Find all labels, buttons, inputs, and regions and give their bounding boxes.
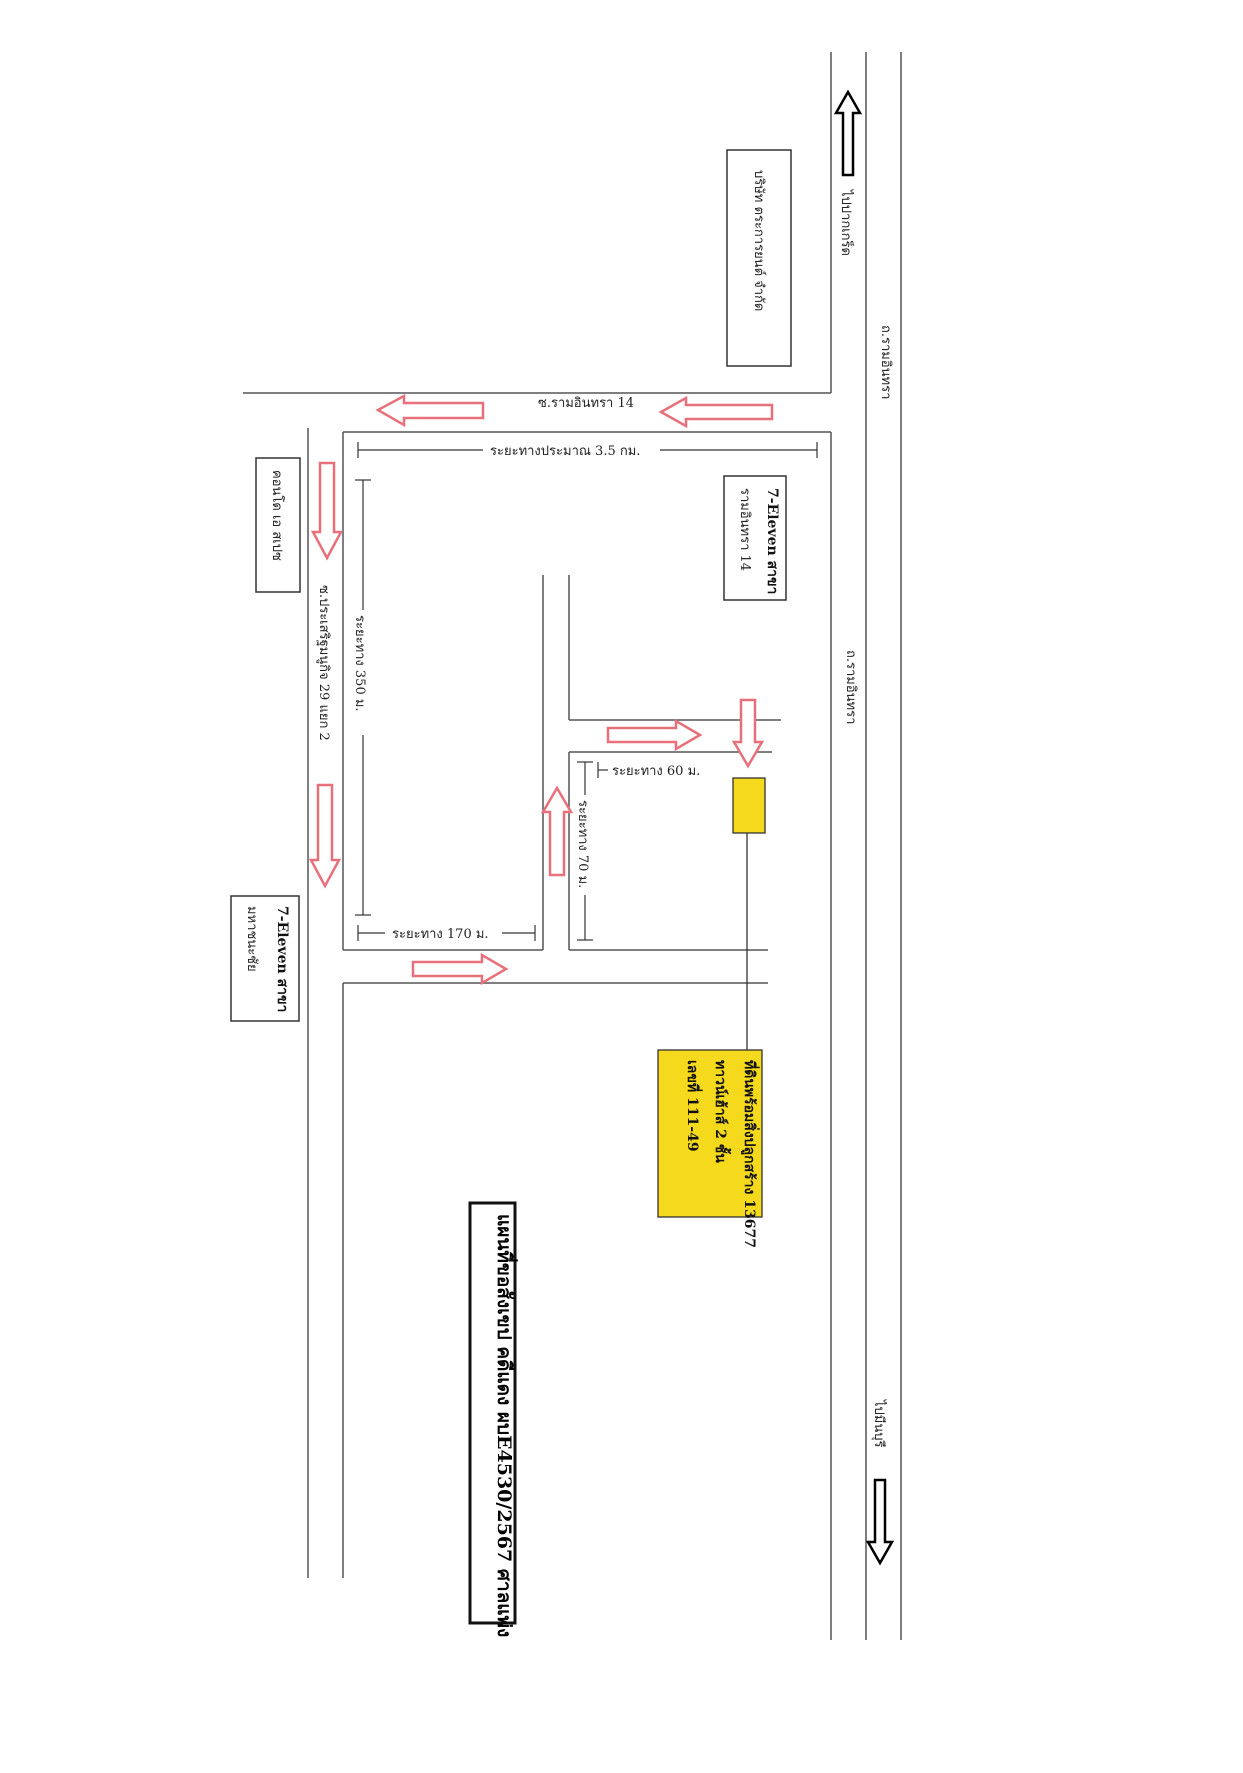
lane-roads — [343, 575, 781, 984]
distance-350m-label: ระยะทาง 350 ม. — [352, 615, 367, 712]
condo-box — [255, 457, 301, 593]
soi-29-label: ซ.ประเสริฐมนูกิจ 29 แยก 2 — [316, 585, 331, 741]
map-title: แผนที่ขอสังเขป คดีแดง ผบE4530/2567 ศาลแพ… — [493, 1214, 518, 1637]
distance-3-5km-label: ระยะทางประมาณ 3.5 กม. — [490, 444, 640, 459]
main-road-label-top: ถ.รามอินทรา — [878, 325, 893, 399]
soi-14-road — [243, 392, 831, 433]
company-label: บริษัท ตระการยนต์ จำกัด — [751, 170, 767, 311]
property-label-line2: ทาวน์เฮ้าส์ 2 ชั้น — [712, 1060, 732, 1163]
store-bottom-box — [230, 895, 300, 1022]
property-label-line3: เลขที่ 111-49 — [684, 1060, 703, 1152]
main-road-label-middle: ถ.รามอินทรา — [843, 650, 858, 724]
arrow-down-icon — [731, 698, 765, 769]
soi-14-label: ซ.รามอินทรา 14 — [538, 396, 634, 411]
condo-label: คอนโด เอ สเปซ — [269, 470, 285, 561]
soi-29-road — [307, 428, 344, 1578]
store-14-label-line2: รามอินทรา 14 — [737, 488, 752, 571]
store-14-label-line1: 7-Eleven สาขา — [764, 488, 780, 594]
property-marker — [732, 777, 766, 834]
arrow-down-icon — [310, 461, 344, 561]
dimension-lines — [355, 442, 818, 941]
property-label-line1: ที่ดินพร้อมสิ่งปลูกสร้าง 13677 — [741, 1060, 760, 1248]
direction-north-label: ไปปากเกร็ด — [838, 189, 856, 256]
arrow-right-icon — [411, 952, 509, 986]
property-box — [657, 1049, 763, 1218]
arrow-right-icon — [606, 718, 703, 752]
distance-60m-label: ระยะทาง 60 ม. — [612, 764, 700, 779]
arrow-left-icon — [658, 395, 774, 429]
arrow-down-icon — [865, 1478, 895, 1566]
arrow-down-icon — [308, 783, 342, 889]
distance-170m-label: ระยะทาง 170 ม. — [392, 927, 489, 942]
direction-south-label: ไปมีนบุรี — [871, 1399, 887, 1447]
company-box — [726, 149, 792, 367]
arrow-left-icon — [375, 393, 485, 428]
route-arrows — [308, 393, 774, 986]
title-box — [468, 1201, 517, 1625]
distance-70m-label: ระยะทาง 70 ม. — [575, 800, 590, 888]
store-bottom-label-line2: มหาชนะชัย — [244, 906, 259, 972]
main-road — [830, 52, 902, 1640]
arrow-up-icon — [833, 89, 863, 177]
arrow-up-icon — [540, 785, 574, 877]
store-14-box — [723, 475, 787, 601]
store-bottom-label-line1: 7-Eleven สาขา — [274, 906, 290, 1012]
